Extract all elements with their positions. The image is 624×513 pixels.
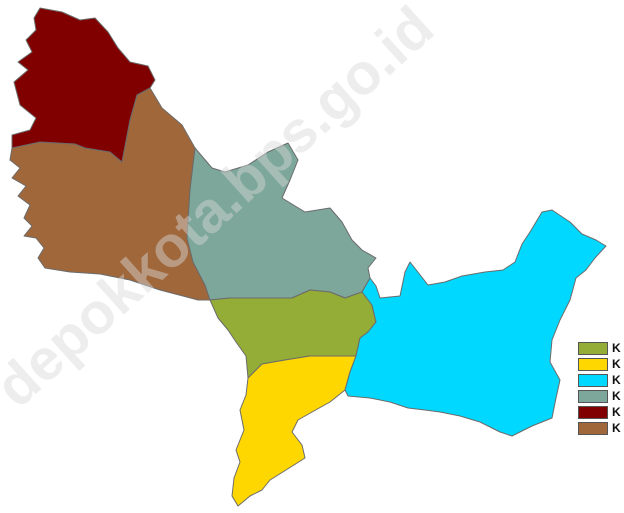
legend-item: K xyxy=(578,356,621,372)
legend-swatch xyxy=(578,405,608,419)
legend-item: K xyxy=(578,340,621,356)
legend-swatch xyxy=(578,373,608,387)
region-south[interactable] xyxy=(231,355,357,507)
legend-label: K xyxy=(612,421,621,435)
region-northwest[interactable] xyxy=(11,7,156,163)
legend-label: K xyxy=(612,373,621,387)
legend-label: K xyxy=(612,389,621,403)
legend-label: K xyxy=(612,357,621,371)
legend-item: K xyxy=(578,372,621,388)
legend-swatch xyxy=(578,389,608,403)
region-east[interactable] xyxy=(344,209,607,437)
legend-item: K xyxy=(578,420,621,436)
legend-swatch xyxy=(578,341,608,355)
legend-swatch xyxy=(578,357,608,371)
map-legend: K K K K K K xyxy=(578,340,621,436)
legend-item: K xyxy=(578,404,621,420)
legend-label: K xyxy=(612,341,621,355)
legend-swatch xyxy=(578,421,608,435)
legend-label: K xyxy=(612,405,621,419)
legend-item: K xyxy=(578,388,621,404)
